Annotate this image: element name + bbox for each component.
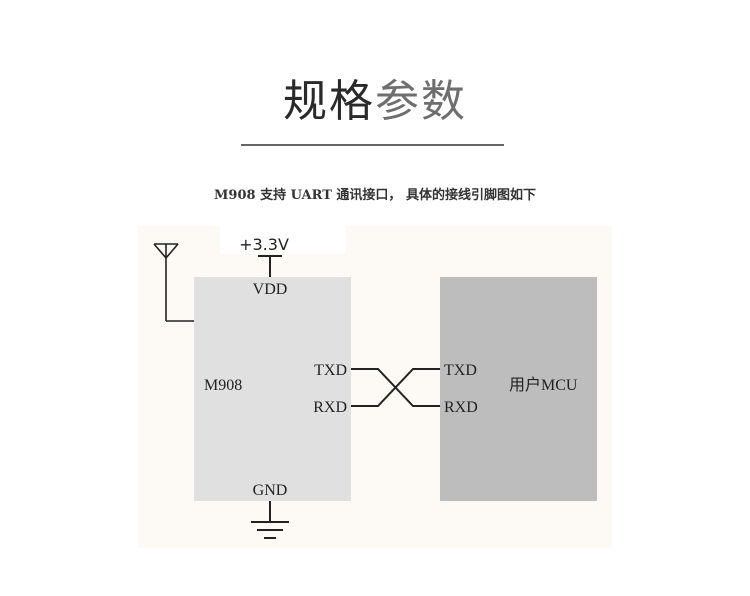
mcu-name: 用户MCU — [509, 376, 578, 394]
mcu-box — [440, 277, 597, 501]
mcu-txd-label: TXD — [444, 362, 477, 379]
subtitle: M908 支持 UART 通讯接口， 具体的接线引脚图如下 — [214, 188, 536, 203]
antenna-icon — [153, 243, 194, 322]
mcu-rxd-label: RXD — [444, 399, 478, 416]
supply-label-gap — [220, 224, 346, 254]
supply-symbol — [258, 255, 282, 277]
uart-cross-wires — [351, 368, 440, 407]
ground-icon — [251, 501, 289, 539]
module-name: M908 — [204, 377, 242, 394]
title-underline — [241, 144, 504, 146]
title-light-part: 参数 — [375, 76, 467, 127]
m908-module-box — [194, 277, 351, 501]
title-dark-part: 规格 — [283, 76, 375, 127]
page-title: 规格参数 — [0, 72, 750, 132]
module-rxd-label: RXD — [313, 399, 347, 416]
wire-rxd-to-txd — [351, 368, 440, 407]
gnd-label: GND — [253, 482, 288, 499]
supply-label: +3.3V — [239, 235, 289, 254]
vdd-label: VDD — [253, 281, 288, 298]
module-txd-label: TXD — [314, 362, 347, 379]
